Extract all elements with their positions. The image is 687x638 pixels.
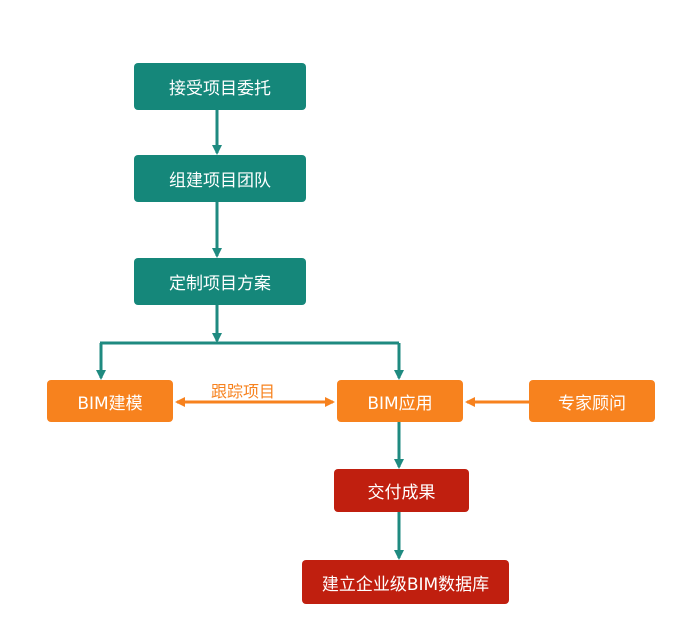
node-deliver-results-label: 交付成果 [367, 483, 436, 503]
edge-label-track-project: 跟踪项目 [211, 382, 276, 401]
node-deliver-results: 交付成果 [334, 469, 469, 512]
node-custom-plan: 定制项目方案 [134, 258, 306, 305]
node-accept-commission: 接受项目委托 [134, 63, 306, 110]
node-build-team-label: 组建项目团队 [169, 171, 271, 191]
node-accept-commission-label: 接受项目委托 [169, 79, 271, 99]
node-bim-modeling: BIM建模 [47, 380, 173, 422]
node-custom-plan-label: 定制项目方案 [169, 274, 271, 294]
node-build-team: 组建项目团队 [134, 155, 306, 202]
node-bim-modeling-label: BIM建模 [77, 393, 143, 414]
node-bim-application: BIM应用 [337, 380, 463, 422]
node-enterprise-database: 建立企业级BIM数据库 [302, 560, 509, 604]
node-enterprise-database-label: 建立企业级BIM数据库 [321, 574, 490, 595]
node-expert-consultant-label: 专家顾问 [558, 393, 626, 414]
node-expert-consultant: 专家顾问 [529, 380, 655, 422]
node-bim-application-label: BIM应用 [367, 393, 433, 414]
